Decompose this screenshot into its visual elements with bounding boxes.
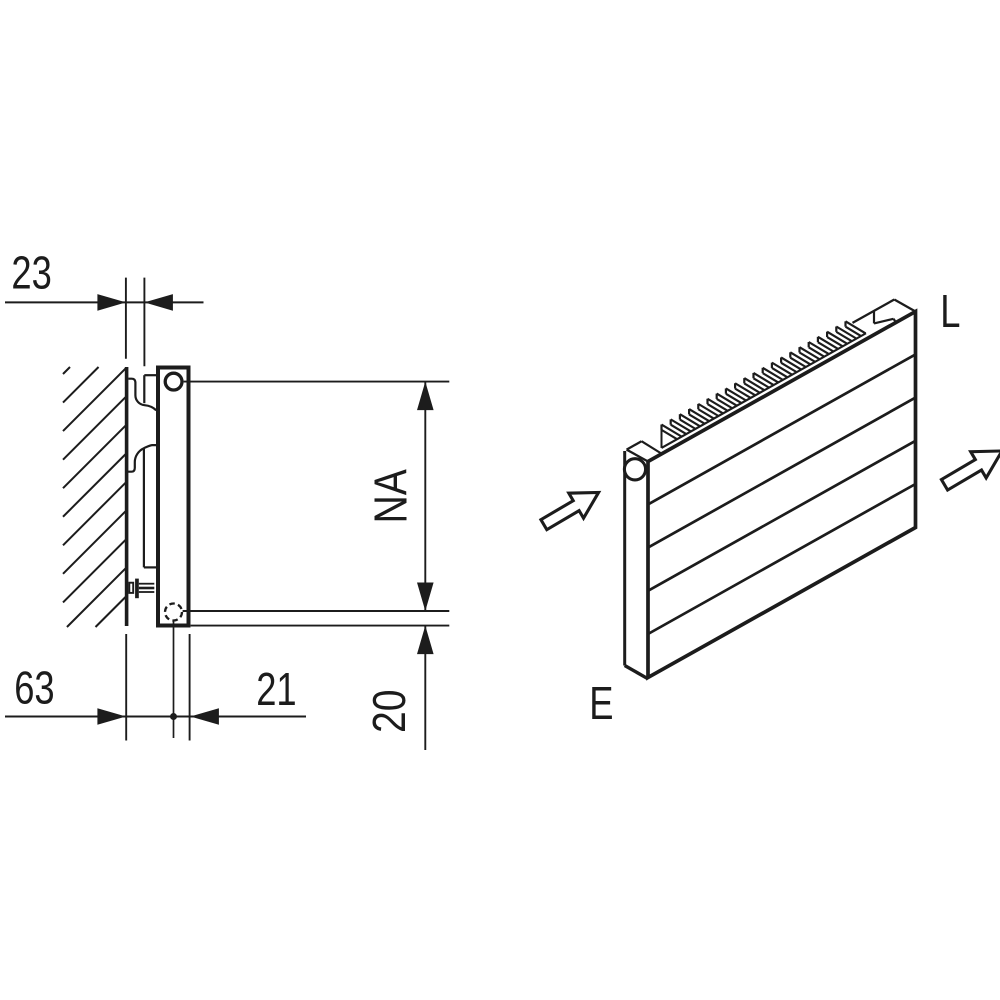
svg-text:63: 63: [14, 661, 54, 713]
svg-text:L: L: [940, 285, 960, 337]
svg-text:E: E: [589, 677, 613, 729]
svg-text:23: 23: [11, 246, 51, 298]
svg-text:21: 21: [256, 663, 296, 715]
svg-text:20: 20: [364, 689, 416, 733]
svg-text:NA: NA: [365, 469, 417, 524]
